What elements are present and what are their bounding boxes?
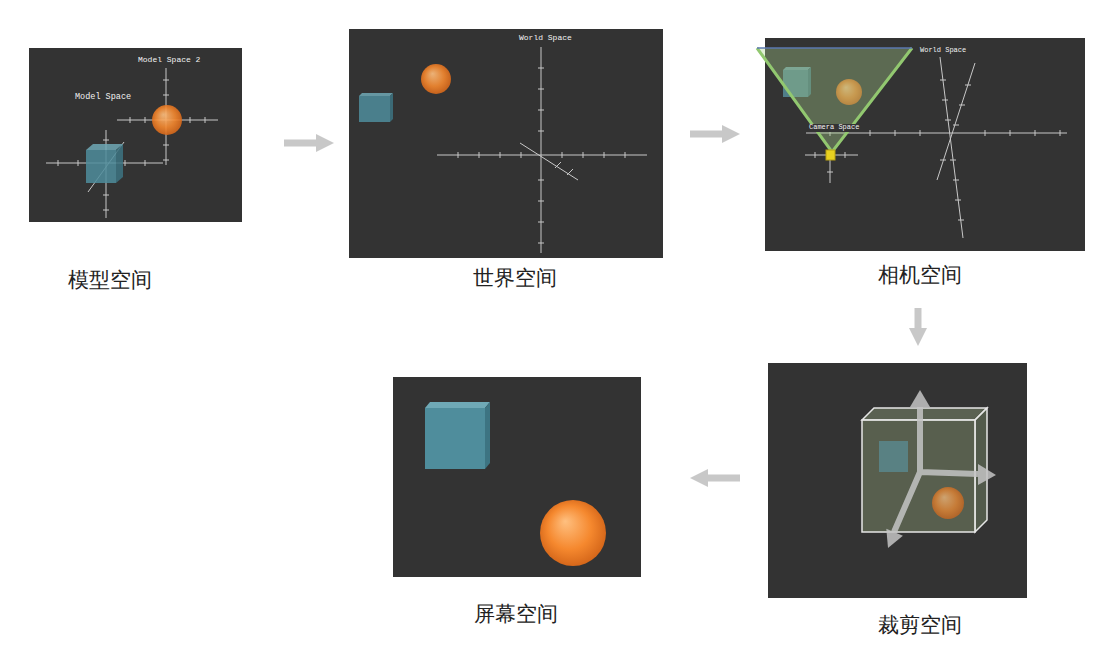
space-panel: 屏幕空间 (393, 377, 641, 632)
clip-axes (886, 390, 996, 548)
cube-face (485, 402, 490, 469)
space-label: Camera Space (808, 124, 860, 132)
panel-background (29, 48, 242, 222)
space-panel: Model Space 2 Model Space 模型空间 (29, 48, 242, 298)
flow-arrow (690, 131, 726, 138)
cube (86, 144, 123, 183)
axes (437, 47, 647, 253)
sphere (540, 500, 606, 566)
cube-face (425, 408, 485, 469)
panel-background (349, 29, 663, 258)
cube-face (116, 144, 123, 183)
panel-caption: 模型空间 (68, 267, 152, 293)
panel-background (768, 363, 1027, 598)
frustum-edge (757, 48, 912, 152)
axis-ticks (58, 140, 145, 210)
axis-lines (46, 130, 163, 218)
camera-icon (826, 150, 835, 160)
panel-background (393, 377, 641, 577)
axis-ticks (130, 80, 205, 160)
flow-arrow (704, 475, 740, 482)
cube-face (86, 150, 116, 183)
cube-face (359, 93, 393, 96)
flow-arrow (915, 308, 922, 332)
view-frustum (757, 48, 912, 152)
space-panel: World Space 世界空间 (349, 29, 663, 299)
space-panel: World SpaceCamera Space 相机空间 (765, 38, 1085, 300)
space-panel: 裁剪空间 (768, 363, 1027, 645)
sphere (152, 105, 182, 135)
panel-caption: 相机空间 (878, 262, 962, 288)
space-label: Model Space (75, 93, 131, 102)
space-label: World Space (920, 47, 966, 55)
flow-arrow (284, 140, 320, 147)
space-label: World Space (519, 34, 572, 43)
space-label: Model Space 2 (138, 56, 200, 65)
panel-caption: 裁剪空间 (878, 612, 962, 638)
axis-lines (894, 405, 978, 532)
axis-lines (117, 68, 218, 165)
axis-lines (437, 47, 647, 253)
cube (425, 402, 490, 469)
cube-face (359, 96, 390, 122)
sphere (932, 487, 964, 519)
cube (879, 441, 908, 472)
axis-ticks (458, 68, 625, 243)
cube (359, 93, 393, 122)
panel-caption: 屏幕空间 (474, 601, 558, 627)
far-plane (757, 47, 912, 49)
panel-caption: 世界空间 (473, 265, 557, 291)
axes (46, 68, 218, 218)
cube-face (425, 402, 490, 408)
cube-face (390, 93, 393, 122)
axis-head (978, 464, 996, 485)
clip-volume (862, 408, 987, 420)
axis-head (886, 529, 903, 548)
sphere (421, 64, 451, 94)
axis-head (910, 390, 930, 407)
